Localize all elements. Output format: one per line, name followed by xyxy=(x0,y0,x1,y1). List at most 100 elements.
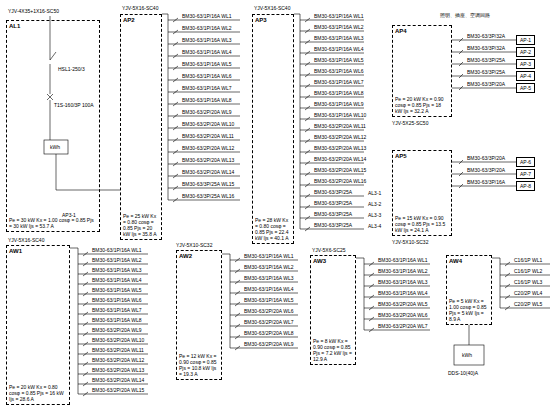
panel-frame: AL1Pe = 30 kW Kx = 1.00 cosφ = 0.85 Pjs … xyxy=(6,20,100,232)
breaker-symbol xyxy=(235,280,240,284)
circuit-wire xyxy=(168,128,240,129)
circuit-wire xyxy=(230,271,298,272)
breaker-symbol xyxy=(505,262,510,266)
breaker-symbol xyxy=(83,292,88,296)
circuit-wire xyxy=(364,275,430,276)
circuit-wire xyxy=(78,314,148,315)
circuit-label: BM30-63/2P/20A WL15 xyxy=(314,167,366,173)
annotation-label: YJV-5X10-SC32 xyxy=(176,242,212,248)
circuit-wire xyxy=(230,282,298,283)
circuit-label: C16/1P WL3 xyxy=(514,279,542,285)
circuit-wire xyxy=(364,330,430,331)
circuit-label: C20/2P WL4 xyxy=(514,290,542,296)
breaker-symbol xyxy=(305,29,310,33)
circuit-label: BM30-63/1P/16A WL3 xyxy=(244,275,293,281)
annotation-label: HSL1-250/3 xyxy=(58,66,85,72)
circuit-label: BM30-63/3P/20A xyxy=(467,81,505,87)
circuit-wire xyxy=(78,304,148,305)
circuit-label: BM30-63/1P/16A WL6 xyxy=(92,297,141,303)
circuit-label: BM30-63/1P/16A WL4 xyxy=(378,290,427,296)
incoming-wire xyxy=(70,248,78,249)
circuit-wire xyxy=(364,297,430,298)
breaker-symbol xyxy=(305,117,310,121)
circuit-wire xyxy=(300,207,364,208)
circuit-label: BM30-63/3P/20A xyxy=(467,155,505,161)
circuit-label: BM30-63/1P/16A WL3 xyxy=(378,279,427,285)
breaker-symbol xyxy=(173,138,178,142)
load-box: AP-1 xyxy=(516,35,535,45)
panel-name: AP5 xyxy=(395,153,407,160)
circuit-wire xyxy=(230,260,298,261)
circuit-label: BM30-63/1P/16A WL1 xyxy=(314,13,363,19)
circuit-label: BM30-63/2P/20A WL9 xyxy=(92,327,141,333)
breaker-symbol xyxy=(305,183,310,187)
breaker-symbol xyxy=(235,313,240,317)
circuit-label: BM30-63/1P/16A WL2 xyxy=(92,257,141,263)
circuit-label: BM30-63/3P/25A WL16 xyxy=(182,193,234,199)
breaker-symbol xyxy=(369,328,374,332)
breaker-symbol xyxy=(305,161,310,165)
incoming-wire xyxy=(50,64,51,94)
bus-bar xyxy=(78,248,79,394)
circuit-wire xyxy=(300,163,364,164)
annotation-label: kWh xyxy=(50,144,60,150)
annotation-label: AL3-4 xyxy=(368,223,381,229)
circuit-wire xyxy=(168,20,240,21)
feeder-wire xyxy=(100,190,120,191)
circuit-label: BM30-63/3P/32A xyxy=(467,33,505,39)
incoming-wire xyxy=(294,14,300,15)
panel-name: AP-2 xyxy=(520,49,531,55)
feeder-line xyxy=(452,76,516,77)
annotation-label: T1S-160/3P 100A xyxy=(54,102,94,108)
breaker-symbol xyxy=(83,362,88,366)
breaker-symbol xyxy=(173,114,178,118)
feeder-line xyxy=(452,52,516,53)
circuit-wire xyxy=(300,141,364,142)
circuit-wire xyxy=(78,354,148,355)
breaker-symbol xyxy=(173,30,178,34)
breaker-symbol xyxy=(305,62,310,66)
circuit-label: BM30-63/2P/20A WL7 xyxy=(244,319,293,325)
circuit-label: BM30-63/2P/20A WL14 xyxy=(314,156,366,162)
circuit-label: BM30-63/2P/20A WL14 xyxy=(92,377,144,383)
annotation-label: AP3-1 xyxy=(62,212,76,218)
panel-frame: AP3Pe = 28 kW Kx = 0.80 cosφ = 0.85 Pjs … xyxy=(252,14,294,244)
circuit-wire xyxy=(168,152,240,153)
circuit-wire xyxy=(168,92,240,93)
circuit-wire xyxy=(300,20,364,21)
load-box: AP-3 xyxy=(516,59,535,69)
circuit-label: BM30-63/2P/20A WL16 xyxy=(314,178,366,184)
breaker-symbol xyxy=(305,150,310,154)
circuit-wire xyxy=(78,394,148,395)
circuit-wire xyxy=(168,68,240,69)
annotation-label: YJV-4X35+1X16-SC50 xyxy=(8,8,59,14)
circuit-label: BM30-63/2P/20A WL5 xyxy=(378,301,427,307)
circuit-label: BM30-63/3P/25A xyxy=(314,211,352,217)
breaker-symbol xyxy=(173,186,178,190)
panel-name: AP-7 xyxy=(520,171,531,177)
breaker-symbol xyxy=(173,102,178,106)
load-box: AP-6 xyxy=(516,157,535,167)
circuit-label: BM30-63/2P/20A WL7 xyxy=(378,323,427,329)
circuit-label: BM30-63/1P/16A WL2 xyxy=(314,24,363,30)
feeder-line xyxy=(452,40,516,41)
breaker-symbol xyxy=(305,216,310,220)
circuit-label: BM30-63/2P/20A WL10 xyxy=(182,121,234,127)
load-data: Pe = 20 kW Kx = 0.80 cosφ = 0.85 Pjs = 1… xyxy=(9,384,67,402)
circuit-label: BM30-63/3P/16A xyxy=(467,179,505,185)
breaker-symbol xyxy=(47,94,53,100)
breaker-symbol xyxy=(173,126,178,130)
breaker-symbol xyxy=(235,302,240,306)
circuit-wire xyxy=(364,286,430,287)
breaker-symbol xyxy=(305,40,310,44)
breaker-symbol xyxy=(305,194,310,198)
panel-name: AW2 xyxy=(179,253,192,260)
load-data: Pe = 8 kW Kx = 0.90 cosφ = 0.85 Pjs = 7.… xyxy=(313,338,353,362)
circuit-wire xyxy=(300,196,364,197)
circuit-wire xyxy=(78,384,148,385)
breaker-symbol xyxy=(235,291,240,295)
circuit-wire xyxy=(168,188,240,189)
circuit-wire xyxy=(78,254,148,255)
